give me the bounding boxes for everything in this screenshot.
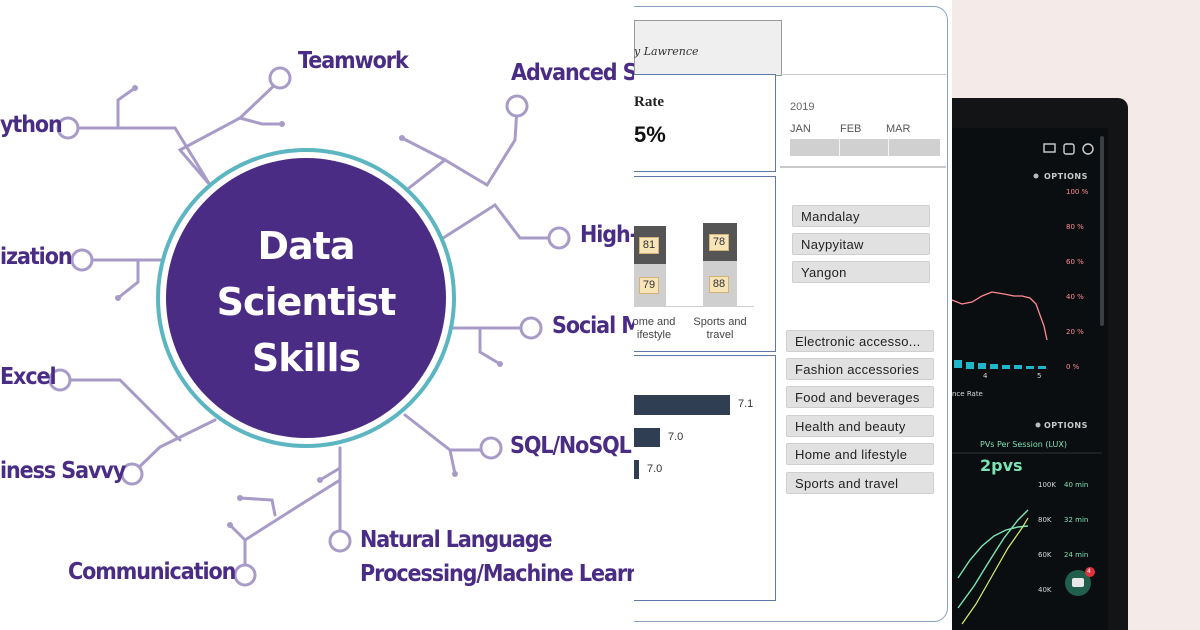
center-line-2: Scientist [216,280,397,324]
node-excel [48,368,72,392]
skill-teamwork: Teamwork [298,48,409,74]
hbar-2 [634,428,660,447]
category-label-line: Sports and [693,316,747,328]
options-label-1[interactable]: OPTIONS [1044,172,1088,181]
rate-label: nce Rate [952,390,983,398]
bar-value-label: 79 [640,278,658,293]
pvs-label: PVs Per Session (LUX) [980,440,1068,449]
center-line-1: Data [257,224,356,268]
skill-nlp-line-1: Natural Language [360,527,552,553]
category-label: ome and ifestyle [634,316,680,342]
skill-sql: SQL/NoSQL [510,433,632,459]
category-label-line: travel [706,329,734,341]
bar-value-label: 81 [640,238,658,253]
x-tick: 5 [1037,372,1042,380]
y-tick: 20 % [1066,328,1084,336]
node-python [56,116,80,140]
city-slicer-panel [780,166,946,323]
node-nlp [328,529,352,553]
skill-visualization: ization [0,244,73,270]
city-option-naypyitaw[interactable]: Naypyitaw [792,233,930,255]
k-tick: 100K [1038,481,1056,489]
timeline-scrollbar[interactable] [790,139,940,156]
category-label-line: ifestyle [636,329,672,341]
node-teamwork [268,66,292,90]
category-label-line: ome and [634,316,676,328]
hbar-value-label: 7.0 [647,463,663,475]
k-tick: 80K [1038,516,1052,524]
center-circle [166,158,446,438]
node-high [547,226,571,250]
pvs-value: 2pvs [980,456,1023,475]
product-option-fashion[interactable]: Fashion accessories [786,358,934,380]
hbar-value-label: 7.0 [668,431,684,443]
y-tick: 40 % [1066,293,1084,301]
timeline-month-mar[interactable]: MAR [886,123,911,135]
center-line-3: Skills [251,336,361,380]
timeline-panel [780,74,946,168]
author-box [634,20,782,76]
node-advanced-stats [505,94,529,118]
laptop-screen: OPTIONS 100 % 80 % 60 % 40 % 20 % 0 % 4 … [952,128,1108,630]
product-option-health[interactable]: Health and beauty [786,415,934,437]
y-tick: 80 % [1066,223,1084,231]
mind-map-image: Data Scientist Skills Teamwork Advanced … [0,48,634,587]
min-tick: 40 min [1064,481,1089,489]
skill-social: Social M [552,313,634,339]
sales-dashboard: y Lawrence Rate 5% 2019 JAN FEB MAR 81 7… [634,0,952,630]
min-tick: 32 min [1064,516,1089,524]
product-option-sports[interactable]: Sports and travel [786,472,934,494]
node-sql [479,436,503,460]
y-tick: 100 % [1066,188,1089,196]
bar-value-label: 88 [710,277,728,292]
product-option-electronic[interactable]: Electronic accesso... [786,330,934,352]
kpi-label: Rate [634,94,664,110]
timeline-month-feb[interactable]: FEB [840,123,862,135]
hbar-1 [634,395,730,415]
center-title: Data Scientist Skills [180,218,432,386]
skill-nlp-line-2: Processing/Machine Learnin [360,561,634,587]
city-option-yangon[interactable]: Yangon [792,261,930,283]
product-option-food[interactable]: Food and beverages [786,386,934,408]
timeline-divider [839,139,840,156]
skill-excel: Excel [0,364,57,390]
city-option-mandalay[interactable]: Mandalay [792,205,930,227]
y-tick: 60 % [1066,258,1084,266]
node-visualization [70,248,94,272]
kpi-value: 5% [634,122,666,147]
timeline-year: 2019 [790,101,815,113]
product-option-home[interactable]: Home and lifestyle [786,443,934,465]
kpi-panel [634,74,776,172]
min-tick: 24 min [1064,551,1089,559]
timeline-month-jan[interactable]: JAN [790,123,811,135]
node-business [120,462,144,486]
skill-advanced-stats: Advanced St [511,60,634,86]
k-tick: 40K [1038,586,1052,594]
node-social [519,316,543,340]
skill-python: ython [0,112,63,138]
screen-graphics [952,136,1104,625]
author-name: y Lawrence [634,45,699,58]
notification-badge: 4 [1087,568,1091,575]
hbar-value-label: 7.1 [738,398,754,410]
mind-map-connectors [48,66,571,587]
bar-axis [634,306,754,307]
k-tick: 60K [1038,551,1052,559]
category-label: Sports and travel [690,316,750,342]
hbar-3 [634,460,639,479]
hbar-panel [634,355,776,601]
timeline-divider [888,139,889,156]
y-tick: 0 % [1066,363,1080,371]
skill-communication: Communication [68,559,236,585]
options-label-2[interactable]: OPTIONS [1044,421,1088,430]
node-communication [233,563,257,587]
skill-high: High- [580,222,634,248]
skill-business-savvy: iness Savvy [0,458,126,484]
x-tick: 4 [983,372,988,380]
bar-value-label: 78 [710,235,728,250]
